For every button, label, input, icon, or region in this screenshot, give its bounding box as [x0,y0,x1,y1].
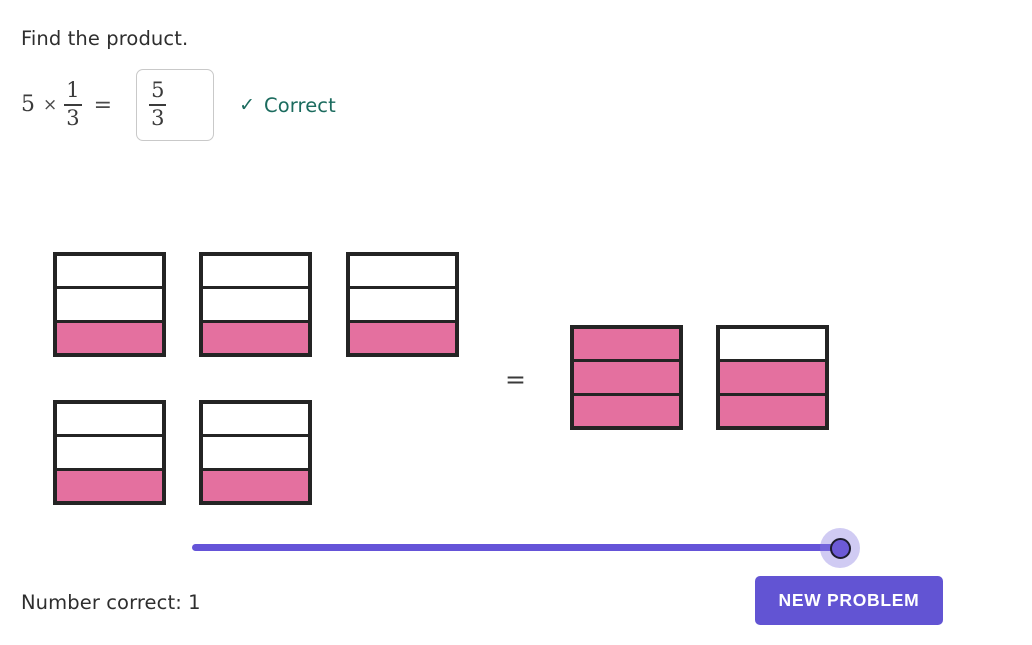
bar-segment[interactable] [720,395,825,426]
answer-denominator: 3 [151,105,165,130]
bar-segment[interactable] [57,437,162,471]
slider-thumb[interactable] [820,528,860,568]
bar-segment[interactable] [574,329,679,363]
multiplication-sign-icon: × [43,95,58,115]
model-equals-sign: = [505,365,526,394]
whole-number-factor: 5 [21,92,35,117]
bar-segment[interactable] [720,362,825,396]
feedback-label: Correct [263,93,336,117]
slider-thumb-inner [829,537,851,559]
new-problem-button[interactable]: NEW PROBLEM [755,576,943,625]
equation-row: 5 × 1 3 = 5 3 ✓ Correct [21,69,336,141]
right-fraction-bar[interactable] [716,325,829,430]
left-fraction-bar[interactable] [199,252,312,357]
bar-segment[interactable] [203,437,308,471]
left-fraction-bar[interactable] [346,252,459,357]
bar-segment[interactable] [203,470,308,501]
answer-numerator: 5 [151,78,165,103]
check-icon: ✓ [239,93,255,116]
bar-segment[interactable] [203,404,308,438]
equals-sign: = [93,92,113,118]
bar-segment[interactable] [57,470,162,501]
answer-fraction: 5 3 [149,78,167,130]
fraction-factor-denominator: 3 [66,105,80,130]
bar-segment[interactable] [57,256,162,290]
bar-segment[interactable] [574,362,679,396]
bar-segment[interactable] [350,322,455,353]
progress-slider[interactable] [192,528,860,568]
fraction-factor: 1 3 [64,78,82,130]
bar-segment[interactable] [574,395,679,426]
left-fraction-bar[interactable] [53,400,166,505]
fraction-factor-numerator: 1 [66,78,80,103]
bar-segment[interactable] [203,289,308,323]
answer-input[interactable]: 5 3 [136,69,215,141]
page-title: Find the product. [21,27,189,50]
bar-segment[interactable] [57,289,162,323]
right-fraction-bar[interactable] [570,325,683,430]
left-fraction-bar[interactable] [53,252,166,357]
left-fraction-bar[interactable] [199,400,312,505]
bar-segment[interactable] [350,256,455,290]
bar-segment[interactable] [203,256,308,290]
bar-segment[interactable] [57,404,162,438]
bar-segment[interactable] [720,329,825,363]
answer-rule [149,104,167,106]
bar-segment[interactable] [57,322,162,353]
score-label: Number correct: 1 [21,591,201,614]
feedback-status: ✓ Correct [239,94,336,117]
fraction-factor-rule [64,104,82,106]
slider-track[interactable] [192,544,840,551]
bar-segment[interactable] [203,322,308,353]
bar-segment[interactable] [350,289,455,323]
